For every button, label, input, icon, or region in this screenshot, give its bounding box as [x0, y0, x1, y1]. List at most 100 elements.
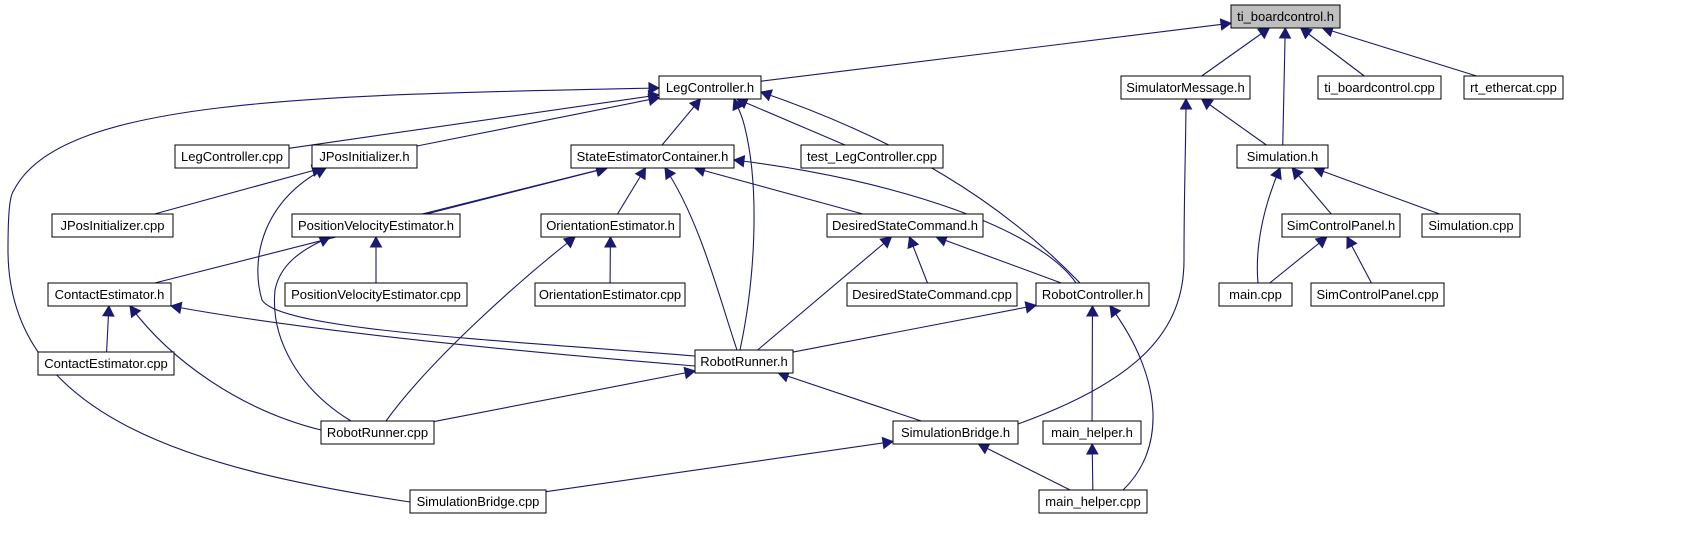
node-orientationestimator-h[interactable]: OrientationEstimator.h [540, 213, 681, 238]
node-simcontrolpanel-h[interactable]: SimControlPanel.h [1281, 213, 1401, 238]
node-main-helper-cpp[interactable]: main_helper.cpp [1038, 489, 1148, 514]
edge-ti_boardcontrol_cpp-to-ti_boardcontrol_h [1300, 27, 1365, 77]
node-simcontrolpanel-cpp[interactable]: SimControlPanel.cpp [1310, 282, 1445, 307]
node-box [1035, 282, 1150, 307]
node-label: RobotController.h [1042, 287, 1143, 302]
node-robotrunner-h[interactable]: RobotRunner.h [694, 349, 794, 374]
node-main-cpp[interactable]: main.cpp [1218, 282, 1293, 307]
edge-simulation_h-to-ti_boardcontrol_h [1282, 27, 1286, 146]
edge-arrowhead [1270, 167, 1282, 181]
edge-arrowhead [1085, 442, 1099, 455]
edge-arrowhead [102, 304, 115, 317]
node-simulationbridge-h[interactable]: SimulationBridge.h [892, 420, 1019, 445]
node-label: main_helper.cpp [1045, 494, 1140, 509]
edge-arrowhead [129, 305, 142, 319]
edge-desiredstatecommand_h-to-stateestimatorcontainer_h [694, 167, 864, 215]
edge-robotrunner_h-to-contactestimator_h [170, 305, 696, 367]
edge-jposinitializer_h-to-legcontroller_h [416, 97, 660, 147]
edge-arrowhead [1024, 301, 1038, 314]
edge-robotrunner_cpp-to-positionvelocityestimator_h [273, 236, 352, 422]
node-box [892, 420, 1019, 445]
node-main-helper-h[interactable]: main_helper.h [1042, 420, 1142, 445]
edge-robotrunner_h-to-legcontroller_h [733, 98, 755, 351]
node-positionvelocityestimator-h[interactable]: PositionVelocityEstimator.h [291, 213, 461, 238]
edge-arrowhead [562, 236, 576, 249]
edge-arrowhead [603, 235, 617, 248]
node-label: main.cpp [1229, 287, 1282, 302]
node-contactestimator-cpp[interactable]: ContactEstimator.cpp [37, 351, 175, 376]
node-test-legcontroller-cpp[interactable]: test_LegController.cpp [800, 144, 944, 169]
node-simulatormessage-h[interactable]: SimulatorMessage.h [1120, 75, 1251, 100]
node-label: JPosInitializer.cpp [60, 218, 164, 233]
node-stateestimatorcontainer-h[interactable]: StateEstimatorContainer.h [570, 144, 735, 169]
node-simulation-h[interactable]: Simulation.h [1236, 144, 1329, 169]
node-label: RobotRunner.h [700, 354, 787, 369]
edge-arrowhead [1291, 167, 1304, 181]
edge-arrowhead [683, 366, 697, 380]
node-desiredstatecommand-h[interactable]: DesiredStateCommand.h [826, 213, 984, 238]
edge-robotrunner_h-to-stateestimatorcontainer_h [664, 167, 738, 351]
edge-robotrunner_h-to-robotcontroller_h [792, 304, 1037, 353]
node-label: PositionVelocityEstimator.cpp [291, 287, 461, 302]
edges-layer [7, 18, 1477, 503]
edge-robotrunner_cpp-to-robotrunner_h [433, 370, 696, 423]
node-robotcontroller-h[interactable]: RobotController.h [1035, 282, 1150, 307]
node-box [1120, 75, 1251, 100]
edge-arrowhead [688, 98, 702, 112]
edge-arrowhead [907, 236, 920, 250]
node-label: ti_boardcontrol.h [1237, 9, 1334, 24]
edge-main_helper_cpp-to-simulationbridge_h [978, 443, 1071, 491]
node-box [174, 144, 290, 169]
node-simulation-cpp[interactable]: Simulation.cpp [1421, 213, 1521, 238]
node-jposinitializer-h[interactable]: JPosInitializer.h [311, 144, 418, 169]
node-ti-boardcontrol-h[interactable]: ti_boardcontrol.h [1230, 4, 1341, 29]
edge-arrowhead [634, 167, 647, 181]
node-label: LegController.h [666, 80, 754, 95]
node-legcontroller-h[interactable]: LegController.h [658, 75, 762, 100]
node-contactestimator-h[interactable]: ContactEstimator.h [47, 282, 172, 307]
edge-arrowhead [1086, 304, 1099, 317]
node-box [47, 282, 172, 307]
edge-arrowhead [1299, 27, 1313, 40]
node-legcontroller-cpp[interactable]: LegController.cpp [174, 144, 290, 169]
node-ti-boardcontrol-cpp[interactable]: ti_boardcontrol.cpp [1317, 75, 1442, 100]
node-box [826, 213, 984, 238]
node-simulationbridge-cpp[interactable]: SimulationBridge.cpp [409, 489, 547, 514]
edge-arrowhead [879, 236, 893, 249]
node-jposinitializer-cpp[interactable]: JPosInitializer.cpp [51, 213, 174, 238]
edge-arrowhead [732, 154, 746, 168]
edge-main_helper_cpp-to-robotcontroller_h [1109, 305, 1154, 491]
edge-test_legcontroller_cpp-to-legcontroller_h [736, 98, 846, 146]
node-label: ti_boardcontrol.cpp [1324, 80, 1435, 95]
node-label: SimulationBridge.cpp [417, 494, 540, 509]
node-box [284, 282, 468, 307]
edge-simulationbridge_cpp-to-legcontroller_h [7, 87, 660, 503]
node-robotrunner-cpp[interactable]: RobotRunner.cpp [320, 420, 435, 445]
node-box [658, 75, 762, 100]
edge-simulatormessage_h-to-ti_boardcontrol_h [1201, 27, 1270, 77]
edge-robotrunner_cpp-to-orientationestimator_h [385, 236, 576, 422]
node-box [311, 144, 418, 169]
node-orientationestimator-cpp[interactable]: OrientationEstimator.cpp [534, 282, 686, 307]
node-desiredstatecommand-cpp[interactable]: DesiredStateCommand.cpp [846, 282, 1018, 307]
edge-simulation_cpp-to-simulation_h [1313, 167, 1440, 215]
edge-arrowhead [648, 81, 661, 95]
node-box [37, 351, 175, 376]
node-label: SimControlPanel.cpp [1316, 287, 1438, 302]
edge-robotcontroller_h-to-legcontroller_h [760, 91, 1081, 284]
edge-robotcontroller_h-to-desiredstatecommand_h [936, 236, 1062, 284]
node-box [409, 489, 547, 514]
node-positionvelocityestimator-cpp[interactable]: PositionVelocityEstimator.cpp [284, 282, 468, 307]
edge-arrowhead [1346, 236, 1358, 250]
edge-arrowhead [760, 89, 773, 102]
node-box [320, 420, 435, 445]
edge-main_cpp-to-simulation_h [1256, 167, 1281, 284]
node-label: rt_ethercat.cpp [1470, 80, 1557, 95]
edge-arrowhead [1278, 26, 1292, 39]
node-rt-ethercat-cpp[interactable]: rt_ethercat.cpp [1463, 75, 1564, 100]
node-label: test_LegController.cpp [807, 149, 937, 164]
node-label: OrientationEstimator.cpp [539, 287, 681, 302]
node-label: OrientationEstimator.h [546, 218, 675, 233]
